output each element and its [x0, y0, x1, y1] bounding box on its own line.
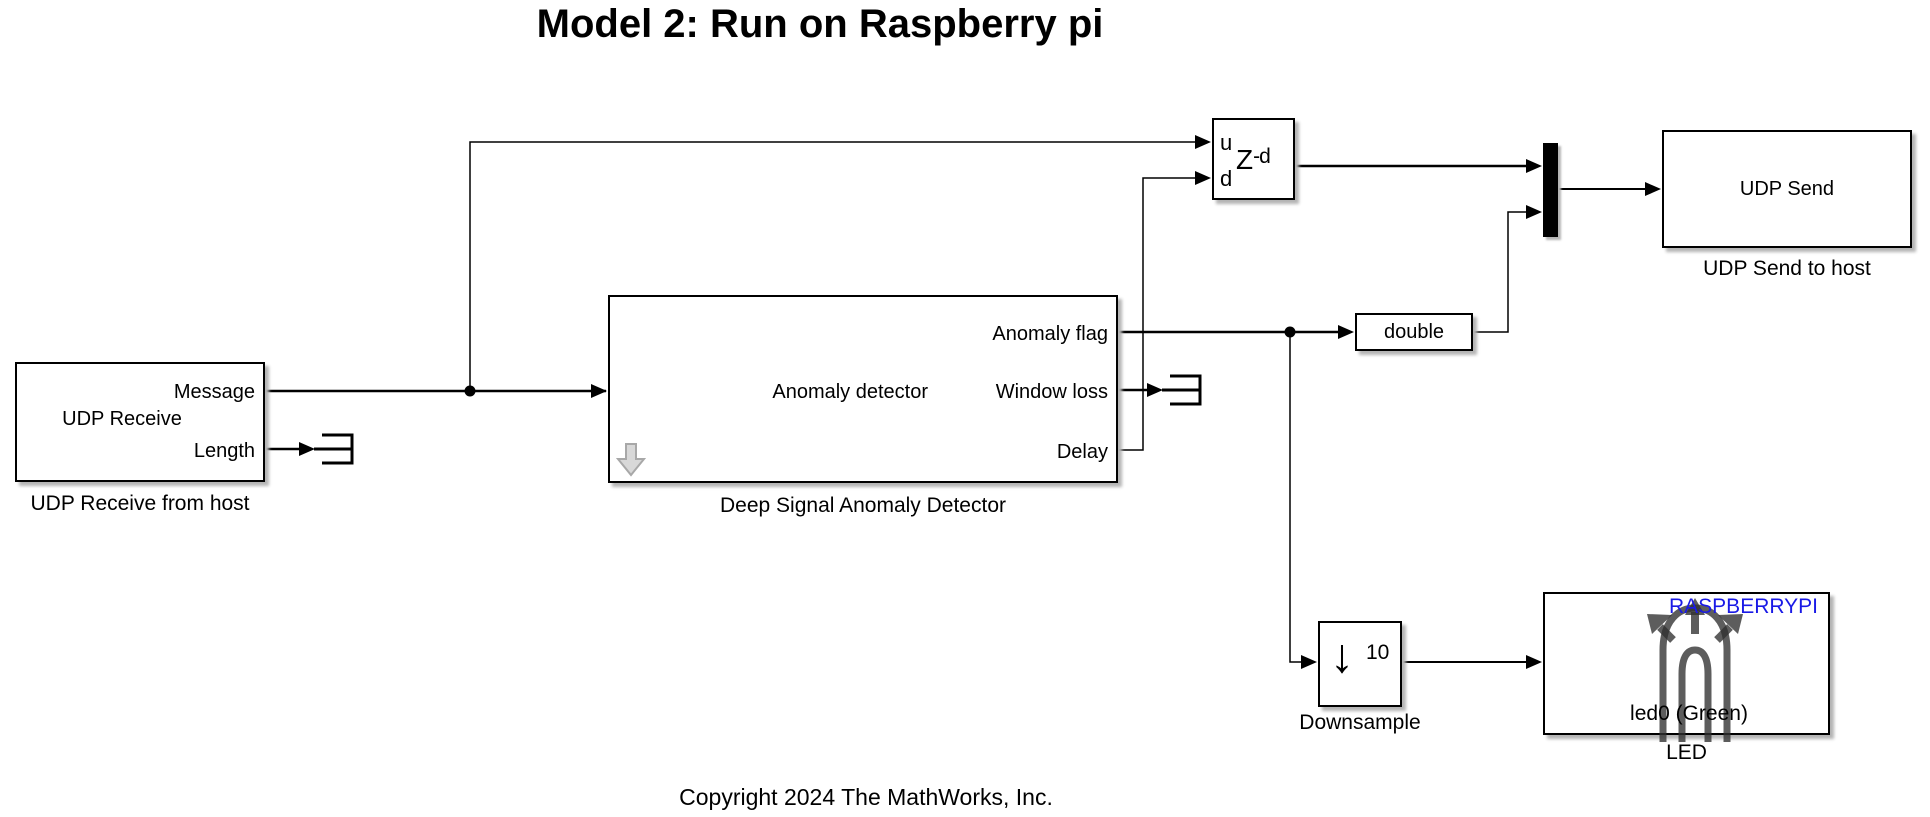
branch-points: [464, 326, 1296, 397]
port-label-u: u: [1220, 130, 1233, 155]
downsample-caption: Downsample: [1299, 711, 1421, 734]
copyright-annotation: Copyright 2024 The MathWorks, Inc.: [679, 784, 1053, 810]
udp-send-block[interactable]: UDP Send: [1662, 130, 1912, 248]
port-label-length: Length: [193, 440, 255, 462]
anomaly-detector-block[interactable]: Anomaly flag Window loss Delay Anomaly d…: [608, 295, 1118, 483]
downsample-block[interactable]: ↓ 10: [1318, 621, 1402, 707]
udp-receive-label: UDP Receive: [62, 408, 182, 430]
port-label-anomaly-flag: Anomaly flag: [992, 323, 1108, 345]
variable-delay-block[interactable]: u d Z-d: [1212, 118, 1295, 200]
port-label-delay: Delay: [1056, 441, 1108, 463]
wire-delayport-to-delay-d[interactable]: [1118, 177, 1202, 451]
delay-symbol-base: Z: [1236, 144, 1254, 175]
led-channel-label: led0 (Green): [1630, 702, 1748, 725]
delay-symbol-exponent: -d: [1253, 145, 1271, 168]
udp-receive-caption: UDP Receive from host: [30, 492, 250, 515]
subsystem-down-arrow-icon: [616, 443, 646, 477]
delay-symbol: Z-d: [1236, 142, 1271, 175]
model-title: Model 2: Run on Raspberry pi: [536, 2, 1104, 46]
double-label: double: [1383, 321, 1445, 343]
led-bulb-icon: [1647, 598, 1743, 742]
led-caption: LED: [1666, 741, 1707, 764]
terminator-block-windowloss[interactable]: [1162, 374, 1202, 406]
terminator-block-length[interactable]: [314, 433, 354, 465]
wire-branch-to-downsample[interactable]: [1289, 332, 1308, 663]
board-label: RASPBERRYPI: [1669, 595, 1818, 618]
mux-block[interactable]: [1543, 143, 1558, 237]
arrowheads: [299, 135, 1661, 669]
udp-receive-block[interactable]: Message UDP Receive Length: [15, 362, 265, 482]
data-type-conversion-block[interactable]: double: [1355, 313, 1473, 351]
downsample-factor: 10: [1366, 641, 1390, 664]
port-label-window-loss: Window loss: [995, 381, 1108, 403]
anomaly-detector-label: Anomaly detector: [772, 381, 928, 403]
udp-send-label: UDP Send: [1739, 178, 1835, 200]
wire-branch-to-delay-u[interactable]: [469, 141, 1202, 391]
port-label-d: d: [1220, 166, 1233, 191]
downsample-arrow-icon: ↓: [1330, 630, 1354, 683]
anomaly-detector-caption: Deep Signal Anomaly Detector: [720, 494, 1006, 517]
udp-send-caption: UDP Send to host: [1703, 257, 1871, 280]
wire-double-to-mux[interactable]: [1473, 211, 1534, 333]
port-label-message: Message: [173, 381, 255, 403]
led-block[interactable]: RASPBERRYPI led0 (Green): [1543, 592, 1830, 742]
